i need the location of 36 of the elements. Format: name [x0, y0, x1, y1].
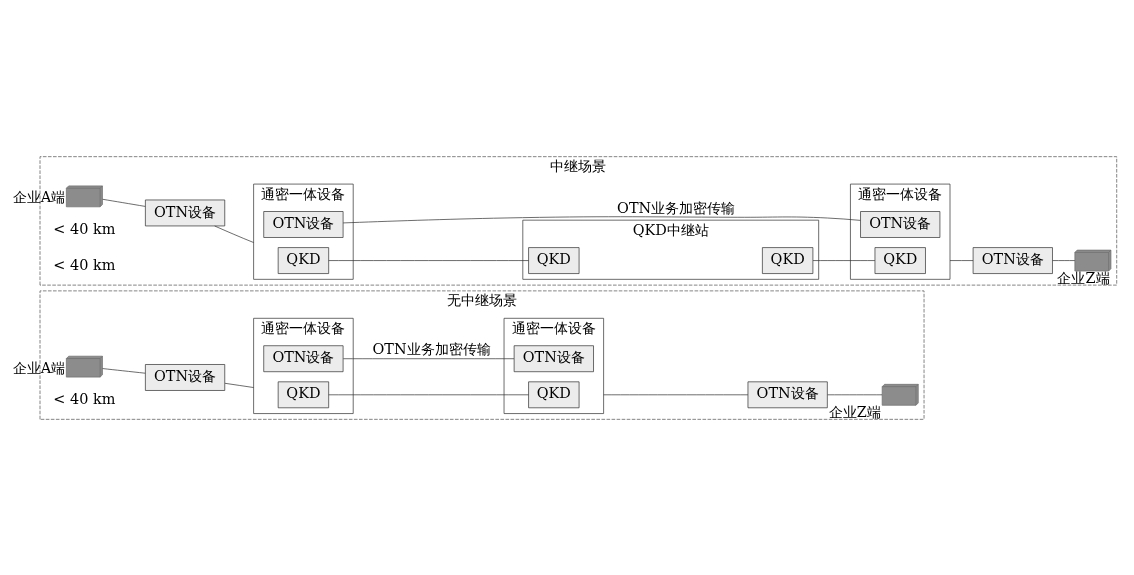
connector: [102, 367, 146, 374]
node-label: 企业Z端: [1057, 269, 1110, 286]
connector: [102, 198, 146, 207]
node-label: 企业Z端: [828, 403, 881, 420]
node-box: OTN设备: [747, 380, 828, 408]
node-box: QKD: [277, 380, 330, 408]
node-label: 企业A端: [12, 188, 66, 205]
edge-label: OTN业务加密传输: [372, 340, 491, 357]
edge-label: OTN业务加密传输: [617, 199, 736, 216]
connector: [214, 225, 254, 243]
connector: [224, 382, 254, 388]
node-box: QKD: [277, 246, 330, 274]
node-box: QKD: [528, 246, 580, 274]
connector: [342, 215, 861, 223]
node-box: QKD: [874, 246, 926, 274]
node-box: OTN设备: [972, 246, 1053, 274]
label: < 40 km: [53, 220, 116, 237]
connector: [342, 357, 515, 359]
node-box: OTN设备: [263, 210, 344, 238]
connector: [328, 259, 529, 261]
node-box: QKD: [528, 380, 580, 408]
node-box: QKD: [762, 246, 814, 274]
node-label: 企业A端: [12, 359, 66, 376]
connector: [827, 393, 883, 395]
label: < 40 km: [53, 256, 116, 273]
node-box: OTN设备: [263, 344, 344, 372]
node-box: OTN设备: [145, 363, 226, 391]
connector: [949, 259, 974, 261]
label: < 40 km: [53, 390, 116, 407]
connector: [603, 393, 749, 395]
connector: [328, 393, 529, 395]
connector: [1052, 259, 1076, 261]
connector: [812, 259, 876, 261]
node-box: OTN设备: [860, 210, 941, 238]
node-box: OTN设备: [513, 344, 594, 372]
node-box: OTN设备: [145, 199, 226, 226]
